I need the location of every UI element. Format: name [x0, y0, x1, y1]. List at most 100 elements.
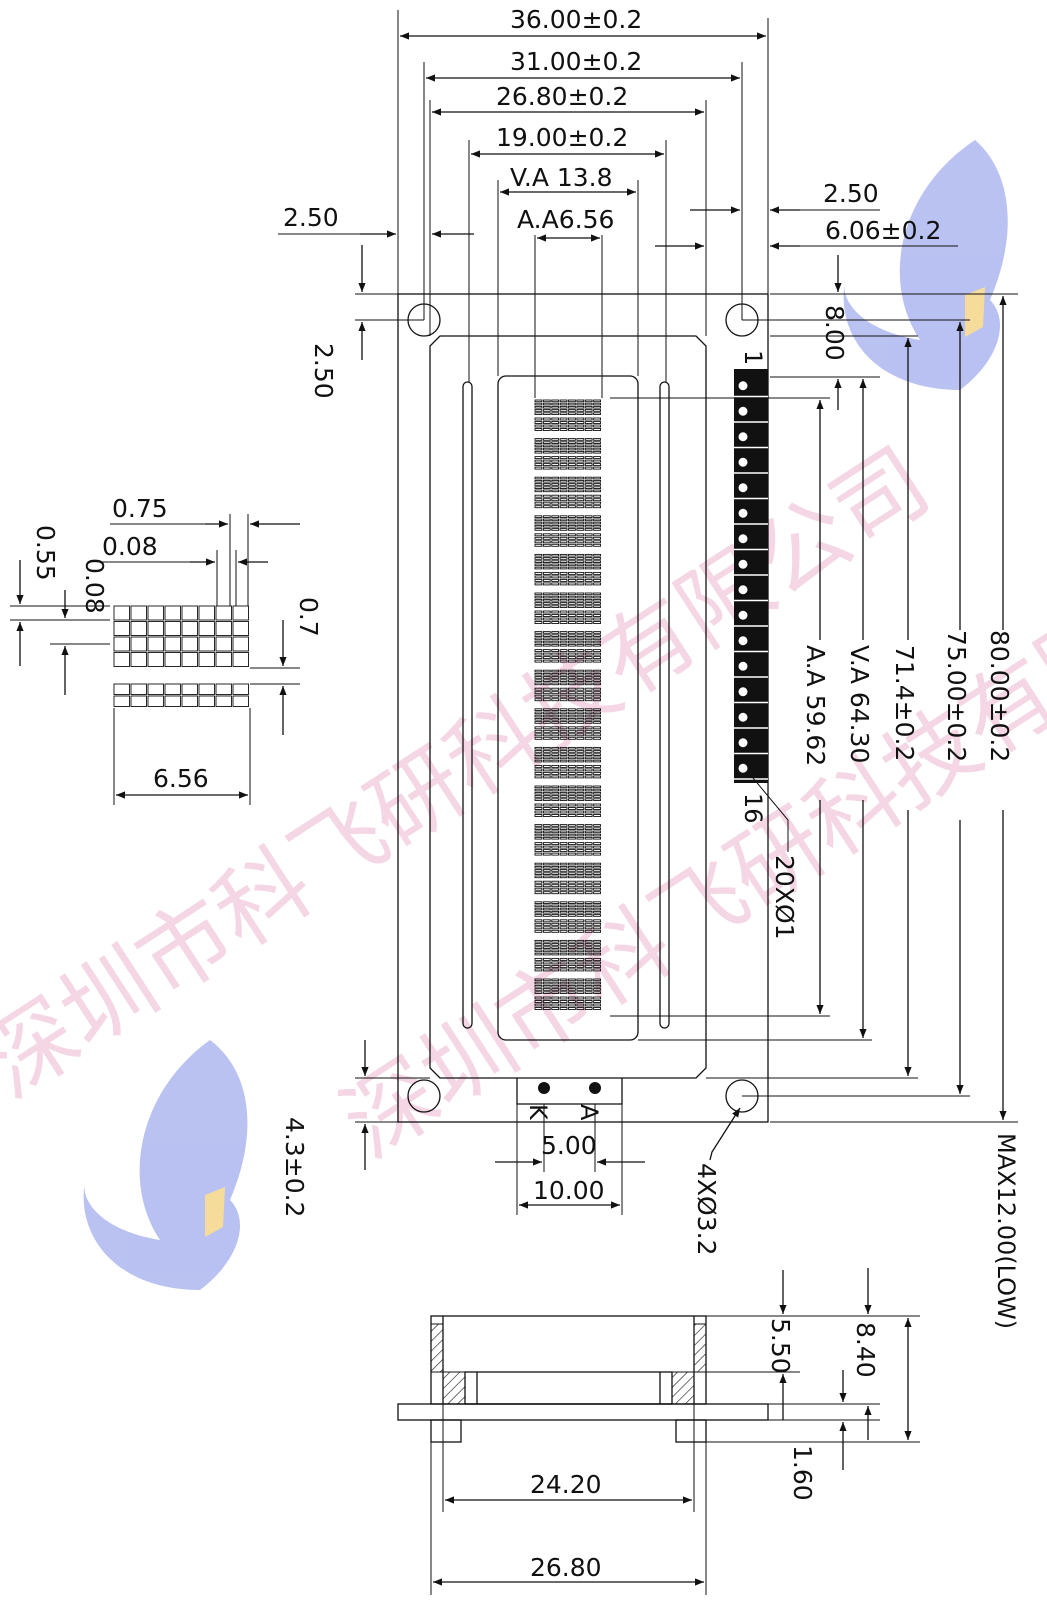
char-cell: [534, 476, 601, 493]
view-window: [497, 375, 639, 1041]
char-cell: [534, 515, 601, 531]
dim-right-offset: 6.06±0.2: [825, 216, 941, 245]
dim-char-gap: 0.7: [294, 597, 323, 637]
char-cell: [534, 978, 601, 994]
side-leg-left: [430, 1419, 462, 1443]
led-label-k: K: [524, 1104, 552, 1121]
dim-left-margin: 2.50: [283, 203, 339, 232]
pin-hole: [737, 609, 749, 621]
pin-hole: [737, 405, 749, 417]
char-cell: [534, 939, 601, 956]
char-cell-lower: [534, 880, 601, 895]
char-cell-lower: [534, 494, 601, 509]
char-cell: [534, 901, 601, 917]
pin-hole: [737, 660, 749, 672]
char-cell-lower: [534, 417, 601, 431]
char-cell: [534, 785, 601, 801]
char-cell-lower: [534, 726, 601, 740]
pin-hole: [737, 635, 749, 647]
char-cell: [534, 708, 601, 724]
dim-h-outer: 80.00±0.2: [985, 630, 1014, 762]
char-cell-lower: [534, 764, 601, 779]
dim-side-inner: 24.20: [530, 1470, 602, 1499]
char-cell: [534, 631, 601, 647]
led-tab: [516, 1078, 623, 1105]
watermark: 深圳市科飞研科技有限公司 深圳市科飞研科技有限公司: [0, 140, 1047, 1290]
pin-hole: [737, 431, 749, 443]
dim-h-holes: 75.00±0.2: [942, 630, 971, 762]
front-dimensions: 36.00±0.2 31.00±0.2 26.80±0.2 19.00±0.2 …: [278, 5, 1020, 1329]
watermark-logo-top: [843, 140, 1008, 390]
char-cell-lower: [534, 533, 601, 547]
led-pin-a: [589, 1082, 601, 1094]
char-cells: [534, 399, 601, 1010]
side-bezel: [430, 1315, 707, 1405]
pin-hole: [737, 456, 749, 468]
char-cell-lower: [534, 687, 601, 702]
char-cell: [534, 553, 601, 570]
pin-hole: [737, 380, 749, 392]
char-cell: [534, 862, 601, 879]
dim-w-outer: 36.00±0.2: [510, 5, 642, 34]
pin-hole: [737, 686, 749, 698]
dim-dot-pitch: 0.75: [112, 494, 168, 523]
dim-w-window: 19.00±0.2: [496, 123, 628, 152]
side-pcb: [397, 1403, 769, 1421]
pin-label-last: 16: [739, 793, 767, 824]
dim-right-margin: 2.50: [823, 179, 879, 208]
pin-hole: [737, 737, 749, 749]
side-leg-right: [675, 1419, 707, 1443]
pin-hole: [737, 584, 749, 596]
dim-led-offset: 4.3±0.2: [280, 1117, 309, 1217]
char-cell: [534, 746, 601, 763]
dim-side-pcb: 1.60: [788, 1445, 817, 1501]
dim-mount-holes: 4XØ3.2: [692, 1163, 721, 1255]
dim-led-width: 10.00: [533, 1176, 605, 1205]
watermark-logo-bottom: [83, 1040, 248, 1290]
dim-w-holes: 31.00±0.2: [510, 47, 642, 76]
detail-dot-grid: [113, 605, 249, 707]
dim-pin-offset: 8.00: [820, 305, 849, 361]
dim-aa-w: A.A6.56: [517, 205, 614, 234]
dim-va-h: V.A 64.30: [845, 645, 874, 763]
mount-hole-bl: [407, 1079, 441, 1113]
char-cell: [534, 399, 601, 415]
char-cell: [534, 824, 601, 840]
dim-pin-holes: 20XØ1: [770, 855, 799, 940]
dim-side-outer: 26.80: [530, 1553, 602, 1582]
side-glass: [464, 1371, 673, 1405]
pin-hole: [737, 533, 749, 545]
char-cell: [534, 438, 601, 454]
dim-side-total: 8.40: [851, 1322, 880, 1378]
char-cell-lower: [534, 919, 601, 933]
pin-label-first: 1: [739, 350, 767, 365]
pin-header: [734, 369, 768, 783]
char-cell-lower: [534, 571, 601, 586]
dim-w-bezel: 26.80±0.2: [496, 82, 628, 111]
pin-hole: [737, 558, 749, 570]
pin-hole: [737, 482, 749, 494]
led-pin-k: [538, 1082, 550, 1094]
char-cell-lower: [534, 842, 601, 856]
char-cell-lower: [534, 803, 601, 817]
detail-char-lower: [113, 683, 249, 707]
char-cell-lower: [534, 957, 601, 972]
pin-hole: [737, 507, 749, 519]
char-cell: [534, 592, 601, 608]
slot-left: [462, 381, 473, 1029]
pin-hole: [737, 711, 749, 723]
char-cell-lower: [534, 649, 601, 663]
char-cell-lower: [534, 456, 601, 470]
dim-led-pitch: 5.00: [541, 1131, 597, 1160]
dim-char-width: 6.56: [153, 764, 209, 793]
pin-hole: [737, 762, 749, 774]
bezel-outline: [429, 335, 707, 1079]
slot-right: [659, 381, 670, 1029]
dim-va-w: V.A 13.8: [510, 163, 613, 192]
dim-top-margin: 2.50: [309, 343, 338, 399]
side-view: 5.50 8.40 1.60 24.20 26.80: [397, 1268, 920, 1595]
dim-max-height: MAX12.00(LOW): [992, 1133, 1020, 1329]
dim-dot-height: 0.55: [31, 525, 60, 581]
char-cell-lower: [534, 610, 601, 624]
